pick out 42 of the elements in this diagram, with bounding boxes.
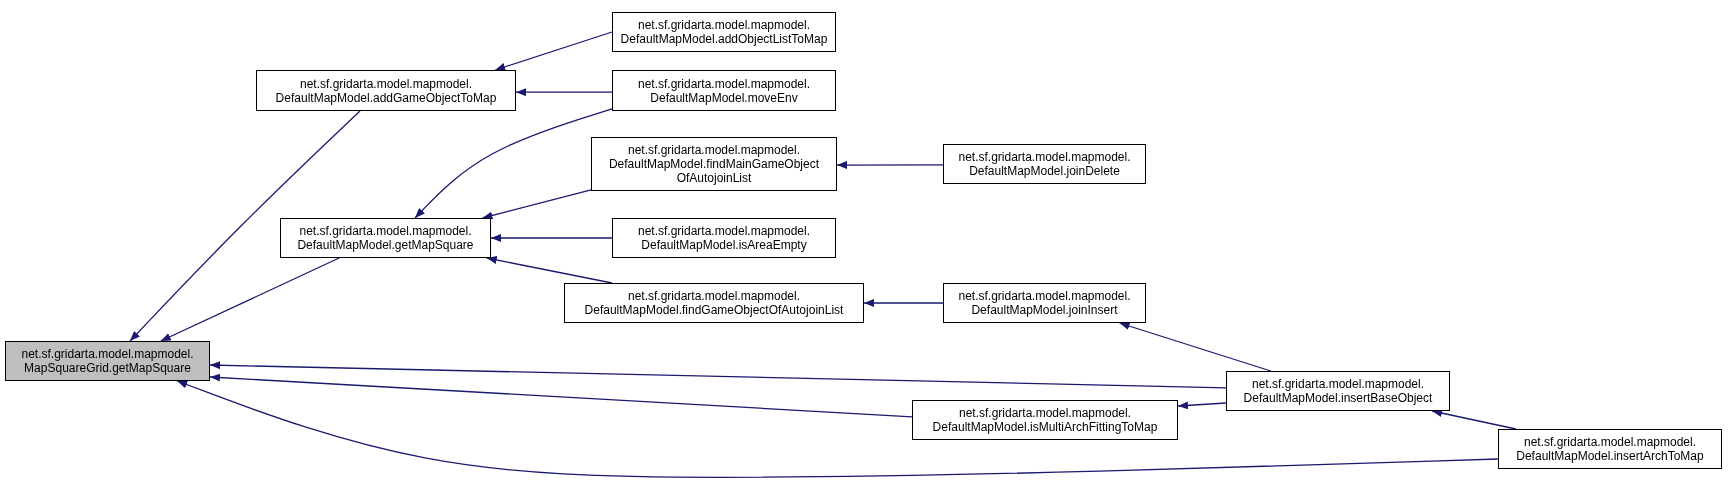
function-box <box>612 218 836 258</box>
function-name: net.sf.gridarta.model.mapmodel. DefaultMapModel.findGameObjectOfAutojoinList <box>583 289 845 317</box>
arrow <box>414 108 613 219</box>
function-name: net.sf.gridarta.model.mapmodel. DefaultMapModel.addObjectListToMap <box>619 18 829 46</box>
function-name: net.sf.gridarta.model.mapmodel. MapSquareGrid.getMapSquare <box>20 347 195 375</box>
arrow <box>1118 322 1272 372</box>
arrow <box>836 161 944 170</box>
function-box <box>280 218 491 258</box>
arrow <box>481 189 592 220</box>
function-name: net.sf.gridarta.model.mapmodel. DefaultMapModel.joinDelete <box>957 150 1132 178</box>
arrow <box>209 373 913 418</box>
function-name: net.sf.gridarta.model.mapmodel. DefaultMapModel.getMapSquare <box>296 224 475 252</box>
arrow <box>176 380 1499 478</box>
arrow <box>160 257 340 342</box>
function-name: net.sf.gridarta.model.mapmodel. DefaultMapModel.joinInsert <box>957 289 1132 317</box>
function-box <box>912 400 1178 440</box>
arrow <box>486 256 613 284</box>
arrow <box>1177 401 1227 410</box>
function-name: net.sf.gridarta.model.mapmodel. DefaultMapModel.isMultiArchFittingToMap <box>931 406 1159 434</box>
function-box <box>1226 371 1450 411</box>
function-name: net.sf.gridarta.model.mapmodel. DefaultMapModel.insertBaseObject <box>1242 377 1434 405</box>
function-box <box>591 137 837 191</box>
function-name: net.sf.gridarta.model.mapmodel. DefaultMapModel.addGameObjectToMap <box>274 76 498 105</box>
function-name: net.sf.gridarta.model.mapmodel. DefaultMapModel.findMainGameObject OfAutojoinList <box>607 143 821 185</box>
function-box <box>943 144 1146 184</box>
arrow <box>129 110 361 342</box>
function-name: net.sf.gridarta.model.mapmodel. DefaultMapModel.moveEnv <box>636 76 812 105</box>
arrow <box>515 88 613 97</box>
function-box <box>564 283 864 323</box>
arrow <box>863 299 944 307</box>
function-name: net.sf.gridarta.model.mapmodel. DefaultMapModel.isAreaEmpty <box>636 224 812 252</box>
function-box <box>612 12 836 52</box>
arrow <box>209 361 1227 389</box>
function-box <box>1498 429 1722 469</box>
function-box <box>5 341 210 381</box>
function-box <box>256 70 516 111</box>
function-box <box>612 70 836 111</box>
function-box <box>943 283 1146 323</box>
arrow <box>494 31 613 71</box>
function-name: net.sf.gridarta.model.mapmodel. DefaultMapModel.insertArchToMap <box>1515 435 1705 463</box>
arrow <box>1431 409 1517 430</box>
arrow <box>490 234 613 242</box>
